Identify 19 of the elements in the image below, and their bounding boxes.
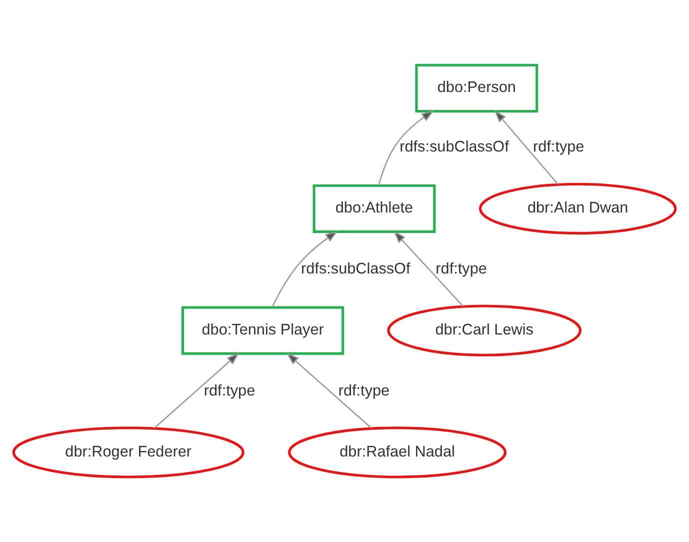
node-ellipse: dbr:Roger Federer [12, 426, 244, 478]
arrow [378, 110, 434, 186]
arrow [494, 110, 559, 186]
node-box: dbo:Person [415, 64, 538, 112]
node-ellipse: dbr:Rafael Nadal [288, 426, 506, 478]
arrow [154, 352, 240, 429]
node-box: dbo:Athlete [312, 184, 436, 233]
arrow [393, 230, 464, 307]
edge-label: rdfs:subClassOf [301, 260, 410, 278]
edge-label: rdf:type [338, 382, 390, 400]
edge-label: rdf:type [436, 260, 487, 278]
arrow [272, 230, 338, 308]
edge-label: rdf:type [533, 138, 584, 156]
node-box: dbo:Tennis Player [182, 306, 344, 355]
edge-label: rdf:type [204, 382, 256, 400]
node-ellipse: dbr:Carl Lewis [387, 304, 582, 356]
node-ellipse: dbr:Alan Dwan [478, 182, 677, 234]
edge-label: rdfs:subClassOf [400, 138, 509, 156]
arrow [286, 352, 372, 429]
